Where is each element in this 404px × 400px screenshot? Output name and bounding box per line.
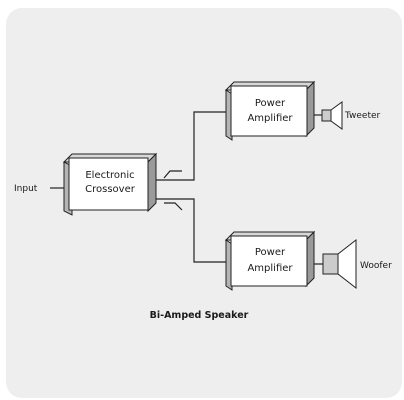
amp-top-label-2: Amplifier	[247, 113, 293, 124]
crossover-label-2: Crossover	[85, 184, 136, 195]
woofer-speaker-icon	[322, 238, 357, 290]
amp-top-label-1: Power	[255, 98, 286, 109]
power-amp-bottom: Power Amplifier	[224, 230, 316, 291]
amp-bottom-label-1: Power	[255, 247, 286, 258]
low-pass-mark	[164, 202, 183, 211]
crossover-label-1: Electronic	[85, 170, 134, 181]
input-label: Input	[14, 184, 38, 194]
low-band-line	[150, 198, 226, 263]
high-pass-mark	[163, 170, 182, 179]
diagram-title: Bi-Amped Speaker	[150, 310, 249, 321]
amp-bottom-label-2: Amplifier	[247, 263, 293, 274]
tweeter-speaker-icon	[321, 101, 343, 130]
connection-lines	[50, 111, 323, 265]
crossover-box: Electronic Crossover	[62, 152, 158, 216]
woofer-label: Woofer	[360, 261, 392, 271]
high-band-line	[150, 111, 226, 181]
power-amp-top: Power Amplifier	[224, 80, 316, 141]
tweeter-label: Tweeter	[344, 111, 381, 121]
